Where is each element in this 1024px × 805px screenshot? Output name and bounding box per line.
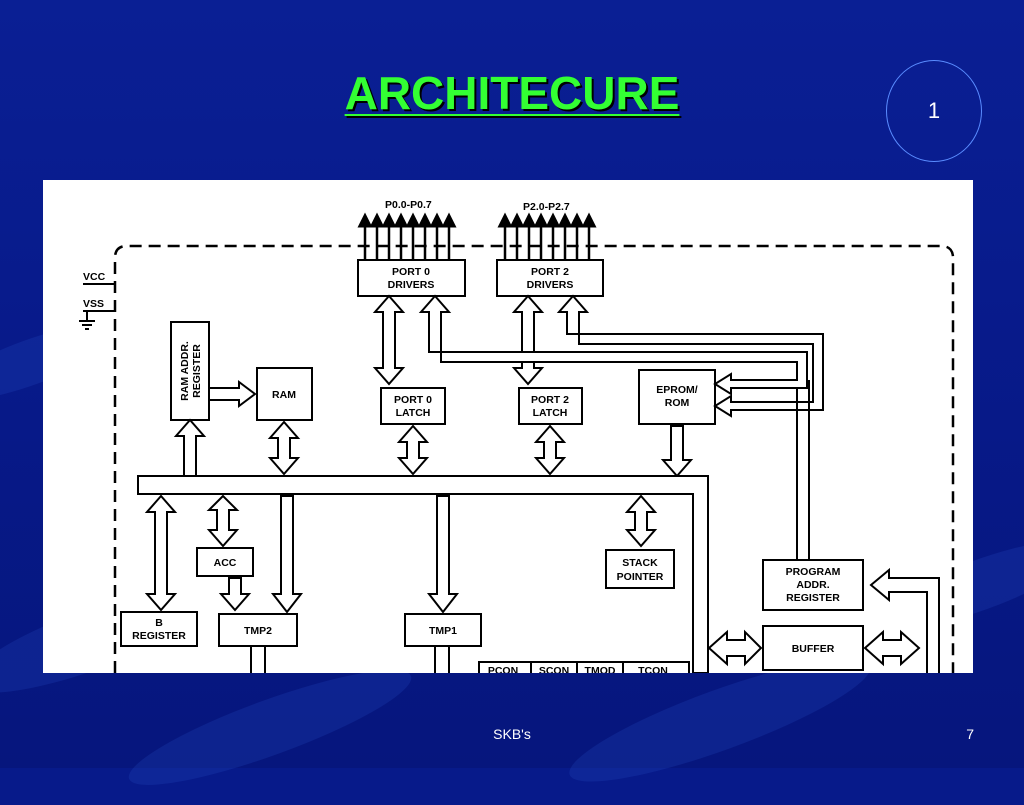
chip-boundary [113,244,955,673]
slide-number-badge: 1 [886,60,982,162]
ram-addr-register-block: RAM ADDR. REGISTER [170,321,210,421]
sfr-tmod: TMOD [585,665,616,673]
eprom-bus-arrow [660,425,694,478]
pc-reg-label-1: PROGRAM [786,566,841,578]
port0-pins-label: P0.0-P0.7 [385,199,432,211]
ground-symbol [79,310,115,330]
pc-reg-label-3: REGISTER [786,592,840,604]
tmp2-label: TMP2 [244,625,272,637]
tmp1-down-line [434,646,450,673]
b-register-arrow [144,494,178,612]
acc-to-tmp2-arrow [218,577,252,612]
buffer-right-arrow [863,629,921,667]
pc-reg-up-line [796,380,810,560]
port2-drivers-label-2: DRIVERS [527,279,574,291]
stack-pointer-block: STACK POINTER [605,549,675,589]
port2-latch-label-2: LATCH [533,407,568,419]
ram-addr-bus-arrow [173,418,207,477]
ram-addr-label-1: RAM ADDR. [179,341,191,401]
port2-pins-label: P2.0-P2.7 [523,201,570,213]
port0-drivers-block: PORT 0 DRIVERS [357,259,466,297]
tmp2-block: TMP2 [218,613,298,647]
acc-block: ACC [196,547,254,577]
port2-driver-latch-arrow [511,294,545,386]
ram-label: RAM [272,389,296,401]
tmp1-label: TMP1 [429,625,457,637]
tmp2-down-line [250,646,266,673]
b-register-label-1: B [155,617,163,629]
port0-pin-arrows [357,212,457,260]
sfr-row: PCON SCON TMOD TCON [478,661,690,673]
eprom-label-2: ROM [665,397,690,409]
port2-drivers-block: PORT 2 DRIVERS [496,259,604,297]
tmp1-block: TMP1 [404,613,482,647]
internal-bus [137,475,709,673]
pc-reg-label-2: ADDR. [796,579,829,591]
port0-latch-bus-arrow [396,424,430,476]
port0-latch-block: PORT 0 LATCH [380,387,446,425]
stack-pointer-label-2: POINTER [617,571,664,583]
slide-title: ARCHITECURE [344,67,680,119]
port2-latch-label-1: PORT 2 [531,394,569,406]
sfr-pcon: PCON [488,665,518,673]
ram-addr-to-ram-arrow [208,380,257,408]
stack-pointer-label-1: STACK [622,557,658,569]
badge-number: 1 [927,98,941,123]
buffer-block: BUFFER [762,625,864,671]
b-register-block: B REGISTER [120,611,198,647]
footer-author: SKB's [493,726,531,742]
port0-latch-label-1: PORT 0 [394,394,432,406]
program-addr-register-block: PROGRAM ADDR. REGISTER [762,559,864,611]
stack-pointer-arrow [624,494,658,548]
bus-to-tmp2-arrow [270,495,304,614]
port0-latch-label-2: LATCH [396,407,431,419]
footer-page-number: 7 [966,726,974,742]
port0-driver-feed-arrow [418,294,808,396]
sfr-tcon: TCON [638,665,668,673]
port2-latch-block: PORT 2 LATCH [518,387,583,425]
b-register-label-2: REGISTER [132,630,186,642]
port0-driver-latch-arrow [372,294,406,386]
bus-to-tmp1-arrow [426,495,460,614]
acc-arrow [206,494,240,548]
port0-drivers-label-2: DRIVERS [388,279,435,291]
pc-reg-input-arrow [869,567,940,673]
ram-block: RAM [256,367,313,421]
buffer-label: BUFFER [792,643,835,655]
acc-label: ACC [214,557,237,569]
port2-latch-bus-arrow [533,424,567,476]
sfr-scon: SCON [539,665,569,673]
ram-bus-arrow [267,420,301,476]
eprom-rom-block: EPROM/ ROM [638,369,716,425]
eprom-label-1: EPROM/ [656,384,698,396]
port2-drivers-label-1: PORT 2 [531,266,569,278]
port2-pin-arrows [497,212,597,260]
port0-drivers-label-1: PORT 0 [392,266,430,278]
vss-label: VSS [83,298,104,310]
vcc-label: VCC [83,271,106,283]
architecture-diagram: P0.0-P0.7 P2.0-P2.7 VCC VSS [43,180,973,673]
buffer-left-arrow [707,629,763,667]
ram-addr-label-2: REGISTER [191,344,203,398]
